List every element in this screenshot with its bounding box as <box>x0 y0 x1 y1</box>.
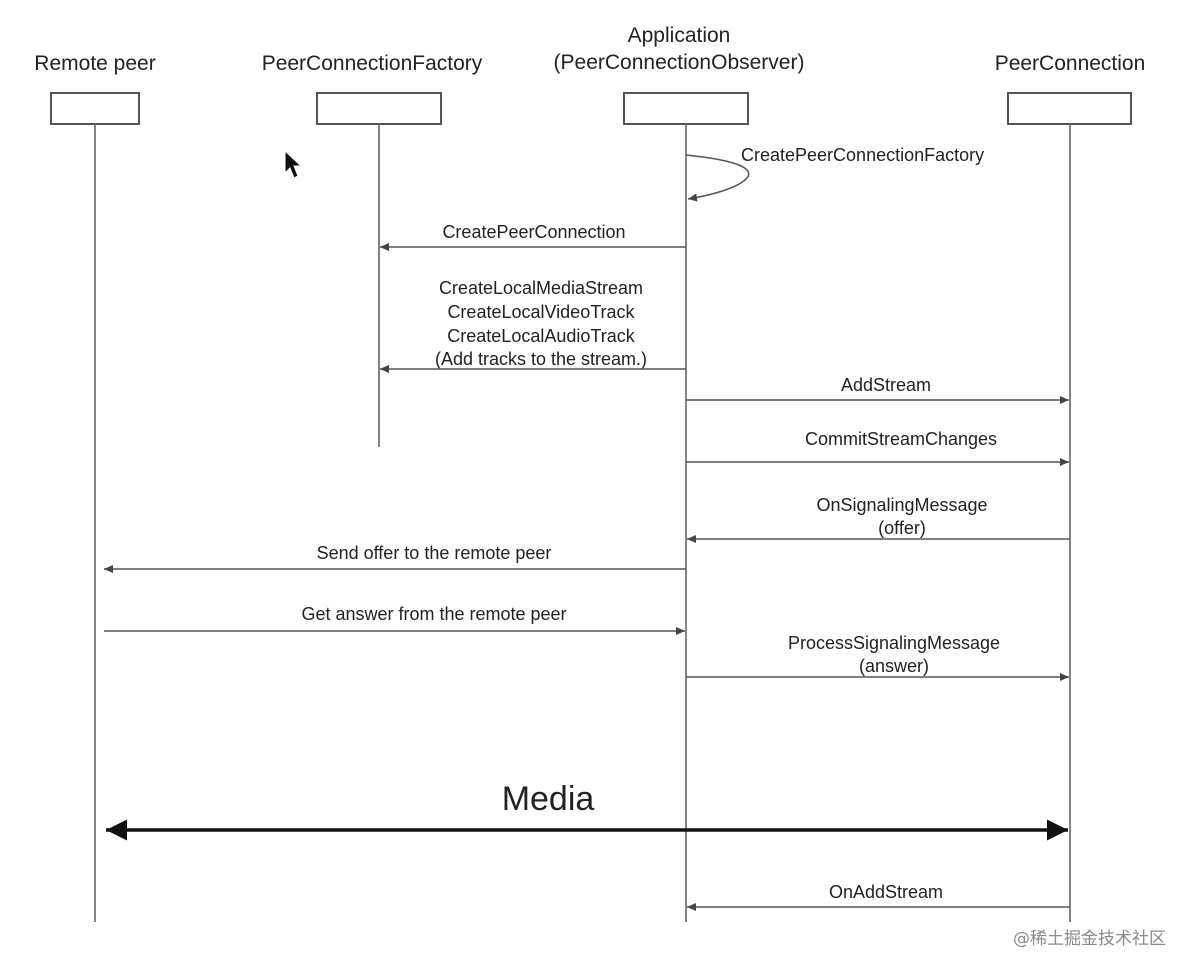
participant-remote-peer-label: Remote peer <box>34 52 155 75</box>
watermark: @稀土掘金技术社区 <box>1013 929 1166 949</box>
participant-application-observer-label: (PeerConnectionObserver) <box>554 51 805 74</box>
participant-peer-connection-box <box>1007 92 1132 125</box>
cursor-icon <box>284 149 303 179</box>
message-add-stream: AddStream <box>841 375 931 395</box>
message-create-local-media-stream: CreateLocalMediaStream <box>439 278 643 298</box>
message-send-offer: Send offer to the remote peer <box>317 543 552 563</box>
message-on-add-stream: OnAddStream <box>829 882 943 902</box>
participant-factory-label: PeerConnectionFactory <box>262 52 483 75</box>
participant-application-box <box>623 92 749 125</box>
message-answer-note: (answer) <box>859 656 929 676</box>
message-add-tracks-note: (Add tracks to the stream.) <box>435 349 647 369</box>
message-on-signaling-message: OnSignalingMessage <box>816 495 987 515</box>
participant-factory-box <box>316 92 442 125</box>
participant-peer-connection-label: PeerConnection <box>995 52 1146 75</box>
media-label: Media <box>502 780 595 818</box>
message-process-signaling-message: ProcessSignalingMessage <box>788 633 1000 653</box>
message-create-peer-connection: CreatePeerConnection <box>442 222 625 242</box>
message-get-answer: Get answer from the remote peer <box>301 604 566 624</box>
message-create-factory: CreatePeerConnectionFactory <box>741 145 984 165</box>
message-offer-note: (offer) <box>878 518 926 538</box>
participant-application-label: Application <box>628 24 731 47</box>
self-arrow-create-factory <box>685 154 750 202</box>
participant-remote-peer-box <box>50 92 140 125</box>
message-create-local-audio-track: CreateLocalAudioTrack <box>447 326 635 346</box>
message-commit-stream-changes: CommitStreamChanges <box>805 429 997 449</box>
message-create-local-video-track: CreateLocalVideoTrack <box>447 302 635 322</box>
